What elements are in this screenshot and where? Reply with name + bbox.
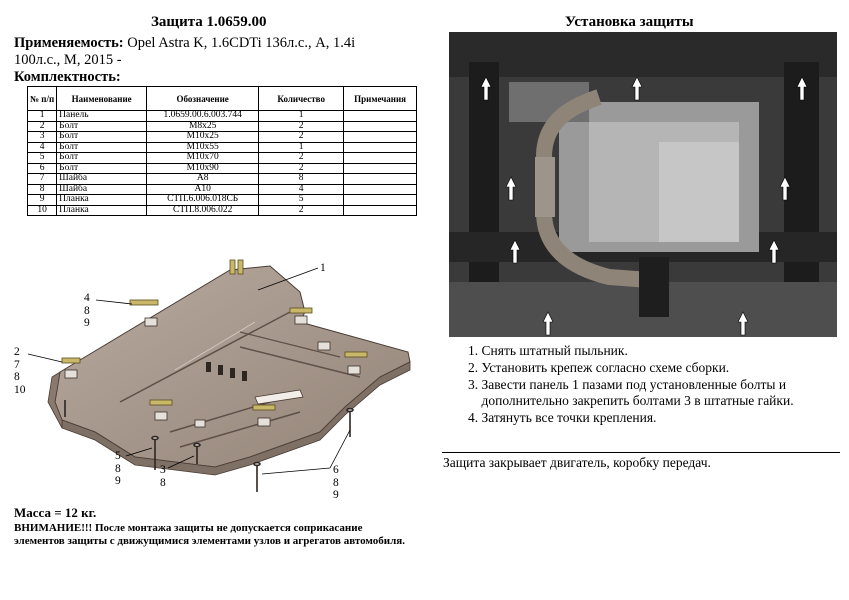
row-number: 5 [26,152,58,164]
row-quantity: 2 [258,120,345,132]
warning-bold: ВНИМАНИЕ!!! [14,522,93,534]
row-name: Болт [56,120,148,132]
row-name: Шайба [56,183,148,195]
row-quantity: 2 [258,204,345,216]
row-notes [343,141,417,153]
installation-title: Установка защиты [565,14,694,30]
row-quantity: 2 [258,131,345,143]
applicability-line1: Opel Astra K, 1.6CDTi 136л.с., А, 1.4i [127,35,356,51]
row-quantity: 5 [258,194,345,206]
warning-body: После монтажа защиты не допускается сопр… [14,522,405,547]
row-quantity: 4 [258,183,345,195]
row-number: 9 [26,194,58,206]
step-3: 3. Завести панель 1 пазами под установле… [468,376,787,392]
col-quantity: Количество [258,86,345,111]
col-designation: Обозначение [146,86,260,111]
callout-5-8-9: 5 8 9 [115,450,121,487]
row-designation: М10х25 [146,131,260,143]
kit-label: Комплектность: [14,69,121,85]
row-quantity: 1 [258,110,345,122]
row-notes [343,131,417,143]
callout-4-8-9: 4 8 9 [84,292,90,329]
row-notes [343,110,417,122]
step-4: 4. Затянуть все точки крепления. [468,410,657,426]
row-notes [343,173,417,185]
row-notes [343,152,417,164]
row-name: Панель [56,110,148,122]
row-number: 6 [26,162,58,174]
col-number: № п/п [26,86,58,111]
row-name: Болт [56,152,148,164]
vehicle-underbody-photo [449,32,837,337]
applicability: Применяемость: Opel Astra K, 1.6CDTi 136… [14,35,434,68]
row-name: Планка [56,204,148,216]
step-2: 2. Установить крепеж согласно схеме сбор… [468,359,730,375]
row-number: 2 [26,120,58,132]
row-number: 10 [26,204,58,216]
warning-text: ВНИМАНИЕ!!! После монтажа защиты не допу… [14,522,414,548]
table-header-row: № п/п Наименование Обозначение Количеств… [26,86,417,111]
row-quantity: 1 [258,141,345,153]
row-number: 7 [26,173,58,185]
applicability-label: Применяемость: [14,35,124,51]
row-quantity: 2 [258,152,345,164]
row-quantity: 8 [258,173,345,185]
row-number: 4 [26,141,58,153]
row-designation: А8 [146,173,260,185]
row-designation: 1.0659.00.6.003.744 [146,110,260,122]
row-name: Планка [56,194,148,206]
row-designation: М10х90 [146,162,260,174]
callout-6-8-9: 6 8 9 [333,464,339,501]
applicability-line2: 100л.с., М, 2015 - [14,51,122,68]
row-designation: М10х55 [146,141,260,153]
mounting-brackets [61,259,368,411]
row-quantity: 2 [258,162,345,174]
callout-1: 1 [320,262,326,274]
mass-label: Масса = 12 кг. [14,505,97,520]
panel-assembly-drawing [27,259,411,492]
coverage-note: Защита закрывает двигатель, коробку пере… [443,455,711,470]
row-name: Болт [56,162,148,174]
row-designation: М8х25 [146,120,260,132]
row-number: 3 [26,131,58,143]
row-notes [343,162,417,174]
row-name: Шайба [56,173,148,185]
install-steps: 1. Снять штатный пыльник. 2. Установить … [468,343,794,427]
row-notes [343,204,417,216]
col-name: Наименование [56,86,148,111]
callout-3-8: 3 8 [160,464,166,489]
row-designation: СТП.6.006.018СБ [146,194,260,206]
row-designation: А10 [146,183,260,195]
protection-title: Защита 1.0659.00 [151,14,267,30]
callout-2-7-8-10: 2 7 8 10 [14,346,26,396]
divider-line [442,452,840,453]
row-name: Болт [56,131,148,143]
row-number: 1 [26,110,58,122]
skid-plate-panel [47,265,411,476]
parts-table: № п/п Наименование Обозначение Количеств… [26,86,417,216]
row-notes [343,120,417,132]
col-notes: Примечания [343,86,417,111]
step-1: 1. Снять штатный пыльник. [468,343,628,358]
row-designation: М10х70 [146,152,260,164]
row-notes [343,194,417,206]
step-3-continued: дополнительно закрепить болтами 3 в штат… [468,393,794,409]
row-number: 8 [26,183,58,195]
row-notes [343,183,417,195]
row-name: Болт [56,141,148,153]
row-designation: СТП.8.006.022 [146,204,260,216]
